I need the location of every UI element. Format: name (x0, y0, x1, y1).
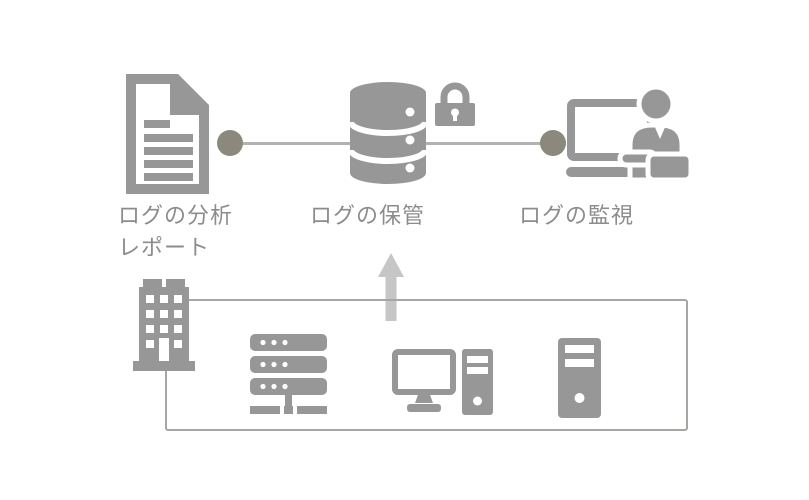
person-at-monitor-icon (566, 84, 692, 180)
office-building-icon (133, 279, 195, 371)
document-report-icon (126, 74, 209, 194)
connector-dot-left (217, 130, 243, 156)
database-icon (348, 82, 428, 184)
tower-pc-icon (558, 338, 601, 418)
server-rack-icon (250, 334, 327, 414)
connector-dot-right (540, 130, 566, 156)
label-log-analysis: ログの分析 レポート (118, 200, 233, 264)
label-log-storage: ログの保管 (310, 203, 426, 228)
desktop-pc-icon (392, 349, 493, 415)
label-log-analysis-line2: レポート (118, 235, 211, 260)
label-log-monitoring: ログの監視 (519, 203, 635, 228)
label-log-analysis-line1: ログの分析 (118, 203, 234, 228)
lock-icon (435, 82, 475, 126)
